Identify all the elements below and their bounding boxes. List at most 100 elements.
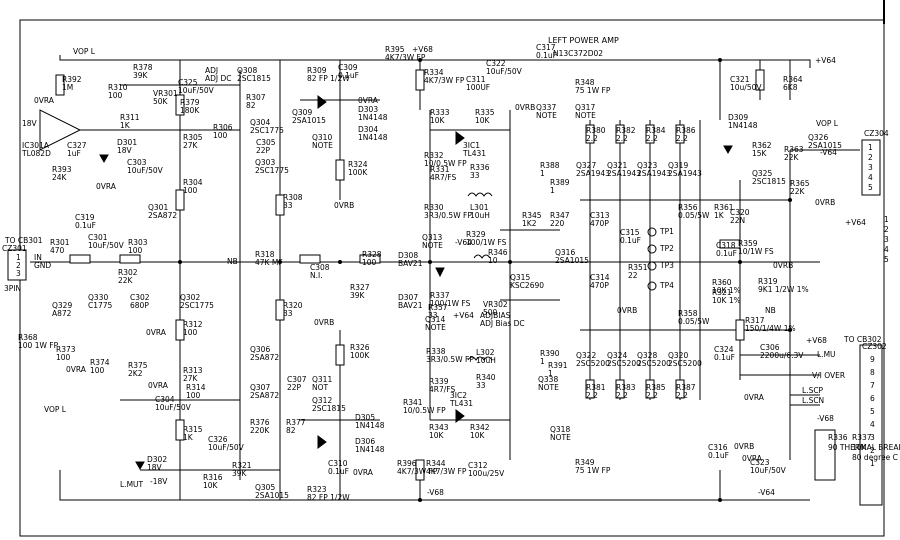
component-ref: D308 xyxy=(398,251,418,260)
component-ref: R315 xyxy=(183,425,203,434)
component-ref: R323 xyxy=(307,485,327,494)
component-value: 2SA1015 xyxy=(255,491,289,500)
component-value: 27K xyxy=(183,374,199,383)
component-ref: D309 xyxy=(728,113,748,122)
component-ref: R381 xyxy=(586,383,606,392)
component-value: 9K1 1/2W 1% xyxy=(758,285,809,294)
component-value: 2SA1943 xyxy=(637,169,671,178)
component-value: 1N4148 xyxy=(355,445,385,454)
net-ovrb-7: 0VRB xyxy=(734,442,754,451)
component-value: 2SC1815 xyxy=(237,74,271,83)
component-value: 10K xyxy=(475,116,491,125)
net-ovra-6: 0VRA xyxy=(148,381,169,390)
output-resistor-bank-bottom xyxy=(585,379,685,399)
component-value: 1M xyxy=(62,83,73,92)
component-ref: ADJBIAS xyxy=(480,311,511,320)
component-value: TL431 xyxy=(462,149,486,158)
component-value: 2SA872 xyxy=(148,211,177,220)
component-value: 4R7/FS xyxy=(430,173,456,182)
component-ref: Q307 xyxy=(250,383,270,392)
component-ref: R343 xyxy=(429,423,449,432)
component-value: 2SA1943 xyxy=(607,169,641,178)
cz304-pin-5: 5 xyxy=(868,183,873,192)
net-ovrb-6: 0VRB xyxy=(815,198,835,207)
component-ref: R382 xyxy=(616,126,636,135)
net-vop-top: VOP L xyxy=(73,47,96,56)
cz302-pin-7: 7 xyxy=(870,381,875,390)
component-ref: D302 xyxy=(147,455,167,464)
net-to-cb301: TO CB301 xyxy=(4,236,43,245)
component-value: 100K xyxy=(350,351,370,360)
test-point-symbols xyxy=(647,227,657,291)
component-ref: R341 xyxy=(403,398,423,407)
component-ref: C325 xyxy=(178,78,198,87)
component-value: 4R7/FS xyxy=(429,385,455,394)
component-value: 100K xyxy=(348,168,368,177)
component-value: 82 FP 1/2W xyxy=(307,74,350,83)
component-ref: C309 xyxy=(338,63,358,72)
component-value: 10uF/50V xyxy=(208,443,245,452)
cz302-pin-9: 9 xyxy=(870,355,875,364)
component-ref: R304 xyxy=(183,178,203,187)
component-value: 18V xyxy=(147,463,163,472)
component-value: 82 xyxy=(246,101,256,110)
component-value: 100UF xyxy=(466,83,490,92)
component-ref: Q320 xyxy=(668,351,688,360)
component-value: 1 xyxy=(550,186,555,195)
net-nb-2: NB xyxy=(765,306,776,315)
net-p18v: 18V xyxy=(22,119,38,128)
component-value: 10uH xyxy=(470,211,490,220)
component-ref: R340 xyxy=(476,373,496,382)
component-ref: R396 xyxy=(397,459,417,468)
cz304-pin-1: 1 xyxy=(868,143,873,152)
component-ref: Q302 xyxy=(180,293,200,302)
component-ref: R348 xyxy=(575,78,595,87)
component-ref: R334 xyxy=(424,68,444,77)
component-value: NOT xyxy=(312,383,329,392)
component-ref: Q303 xyxy=(255,158,275,167)
net-lscp: L.SCP xyxy=(802,386,824,395)
component-ref: IC301A xyxy=(22,141,50,150)
component-tp3: TP3 xyxy=(659,261,674,270)
net-ovra-5: 0VRA xyxy=(66,365,87,374)
component-value: 1N4148 xyxy=(355,421,385,430)
component-ref: R392 xyxy=(62,75,82,84)
component-value: 4K7/3W FP xyxy=(397,467,438,476)
net-v64-mid: +V64 xyxy=(845,218,866,227)
component-ref: R345 xyxy=(522,211,542,220)
component-ref: Q325 xyxy=(752,169,772,178)
cz304-pin-2: 2 xyxy=(868,153,873,162)
cz301-name: CZ301 xyxy=(2,244,27,253)
component-value: 0.1uF xyxy=(716,249,737,258)
component-ref: R378 xyxy=(133,63,153,72)
component-value: 2.2 xyxy=(616,134,628,143)
component-ref: R347 xyxy=(550,211,570,220)
